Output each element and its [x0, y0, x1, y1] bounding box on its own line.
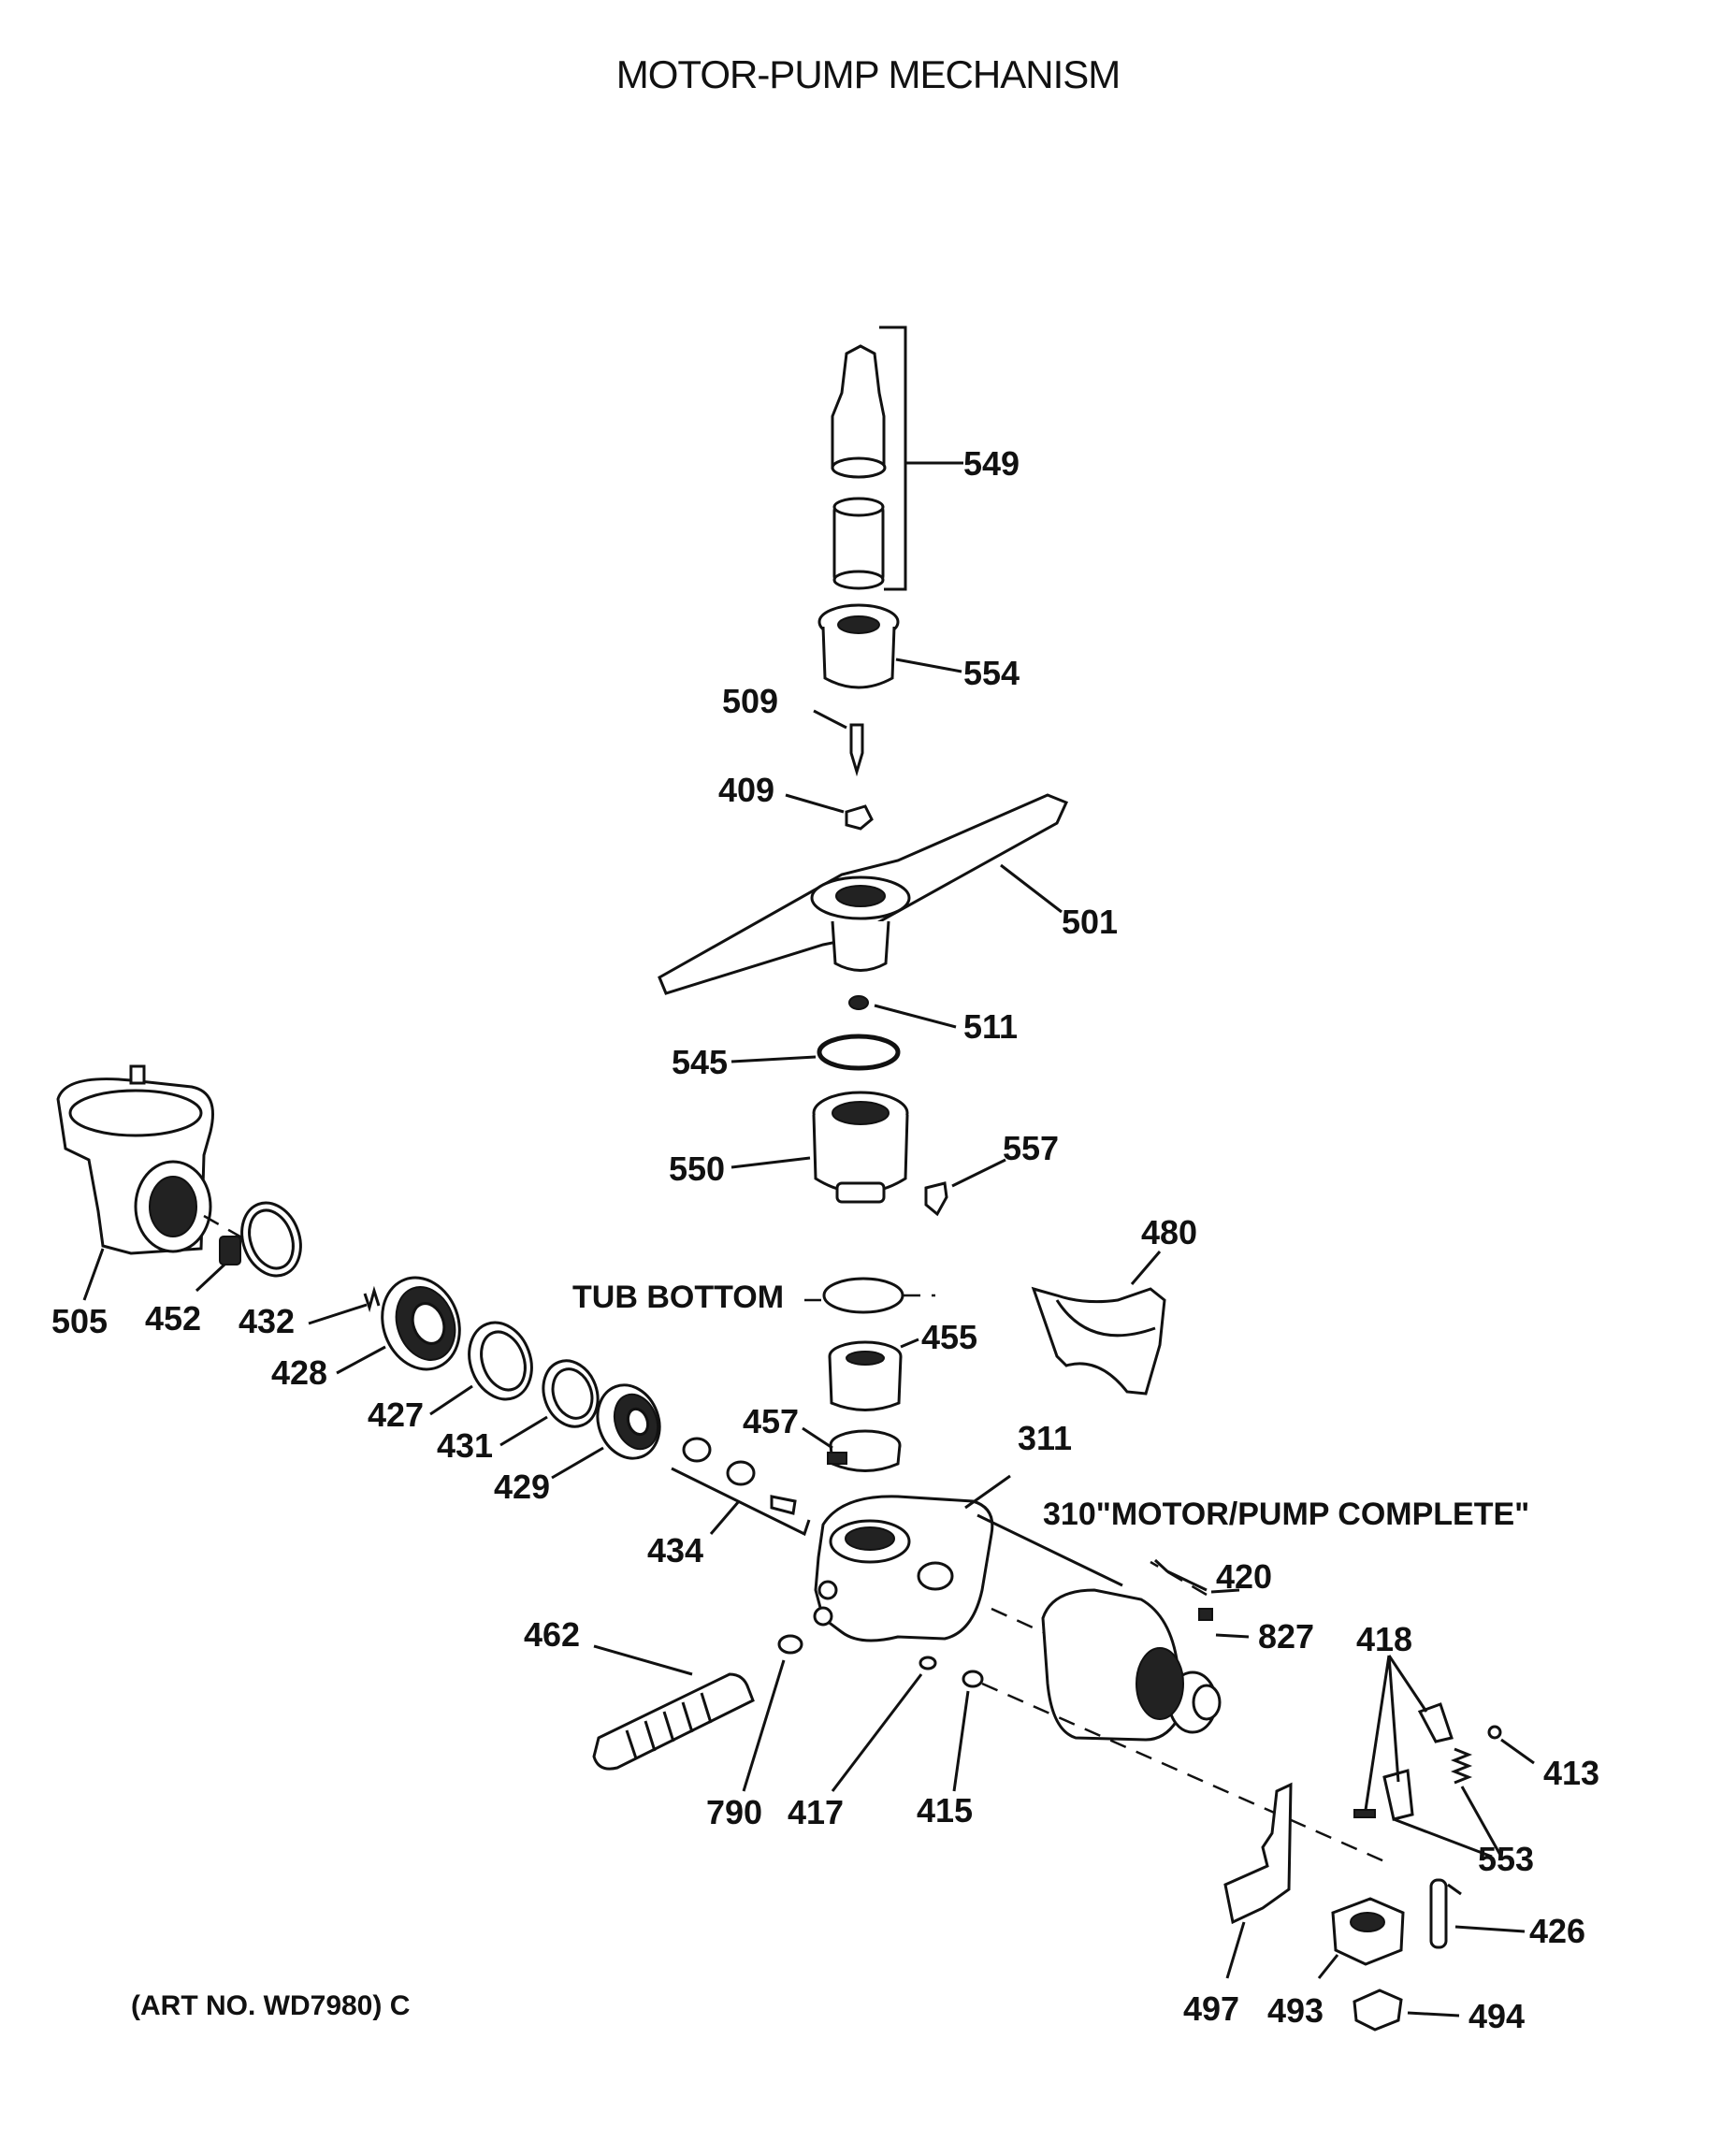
part-409-drawing — [785, 793, 874, 831]
label-434: 434 — [647, 1531, 703, 1569]
label-452: 452 — [145, 1299, 201, 1338]
part-452-drawing — [195, 1236, 241, 1293]
part-310-motor-drawing — [976, 1513, 1222, 1742]
part-501-drawing — [658, 793, 1069, 995]
part-426-drawing — [1429, 1878, 1526, 1949]
label-420: 420 — [1216, 1557, 1272, 1596]
label-511: 511 — [963, 1007, 1018, 1046]
label-427: 427 — [368, 1396, 424, 1434]
label-462: 462 — [524, 1615, 580, 1654]
part-455-drawing — [828, 1338, 919, 1411]
diagram-title: MOTOR-PUMP MECHANISM — [615, 52, 1121, 96]
part-497-drawing — [1223, 1782, 1293, 1979]
part-418-drawing — [1353, 1655, 1454, 1821]
label-509: 509 — [722, 682, 778, 720]
part-420-drawing — [1153, 1558, 1240, 1594]
part-434-drawing — [671, 1437, 811, 1537]
part-550-drawing — [731, 1091, 909, 1204]
label-431: 431 — [437, 1426, 493, 1465]
part-554-drawing — [817, 603, 962, 689]
label-455: 455 — [921, 1318, 977, 1356]
label-480: 480 — [1141, 1213, 1197, 1251]
label-494: 494 — [1468, 1997, 1525, 2035]
part-545-drawing — [731, 1034, 901, 1071]
label-415: 415 — [917, 1791, 973, 1830]
label-790: 790 — [706, 1793, 762, 1831]
part-790-drawing — [742, 1634, 803, 1792]
part-311-drawing — [813, 1474, 1011, 1642]
part-415-drawing — [952, 1670, 984, 1792]
part-427-drawing — [429, 1321, 533, 1416]
part-431-drawing — [499, 1359, 600, 1447]
label-497: 497 — [1183, 1989, 1239, 2028]
label-549: 549 — [963, 444, 1020, 483]
part-553-drawing — [1393, 1747, 1503, 1859]
part-494-drawing — [1353, 1989, 1460, 2032]
part-457-drawing — [802, 1426, 902, 1472]
label-553: 553 — [1478, 1840, 1534, 1878]
part-511-drawing — [848, 995, 957, 1029]
part-493-drawing — [1317, 1897, 1405, 1979]
label-432: 432 — [239, 1302, 295, 1340]
motor-pump-complete-label: 310"MOTOR/PUMP COMPLETE" — [1043, 1497, 1529, 1532]
label-417: 417 — [788, 1793, 844, 1831]
label-557: 557 — [1003, 1129, 1059, 1167]
part-432-drawing — [203, 1201, 302, 1278]
part-428-drawing — [308, 1276, 461, 1375]
part-557-drawing — [924, 1158, 1006, 1217]
part-827-drawing — [1198, 1608, 1250, 1639]
label-409: 409 — [718, 771, 774, 809]
part-549-drawing — [831, 325, 963, 591]
part-413-drawing — [1487, 1725, 1535, 1765]
label-457: 457 — [743, 1402, 799, 1440]
label-501: 501 — [1062, 903, 1118, 941]
label-428: 428 — [271, 1353, 327, 1392]
tub-bottom-label: TUB BOTTOM — [572, 1280, 784, 1315]
label-418: 418 — [1356, 1620, 1412, 1658]
label-550: 550 — [669, 1150, 725, 1188]
label-545: 545 — [672, 1043, 728, 1081]
part-480-drawing — [1031, 1251, 1166, 1396]
label-493: 493 — [1267, 1991, 1324, 2030]
label-426: 426 — [1529, 1912, 1585, 1950]
label-827: 827 — [1258, 1617, 1314, 1656]
label-505: 505 — [51, 1302, 108, 1340]
part-429-drawing — [551, 1383, 661, 1480]
part-505-drawing — [56, 1064, 214, 1301]
label-554: 554 — [963, 654, 1020, 692]
label-429: 429 — [494, 1468, 550, 1506]
part-509-drawing — [813, 709, 864, 777]
tub-bottom-drawing — [804, 1277, 935, 1314]
art-number: (ART NO. WD7980) C — [131, 1990, 411, 2021]
part-462-drawing — [592, 1644, 755, 1771]
label-413: 413 — [1543, 1754, 1599, 1792]
label-311: 311 — [1018, 1419, 1072, 1457]
part-417-drawing — [831, 1656, 937, 1792]
